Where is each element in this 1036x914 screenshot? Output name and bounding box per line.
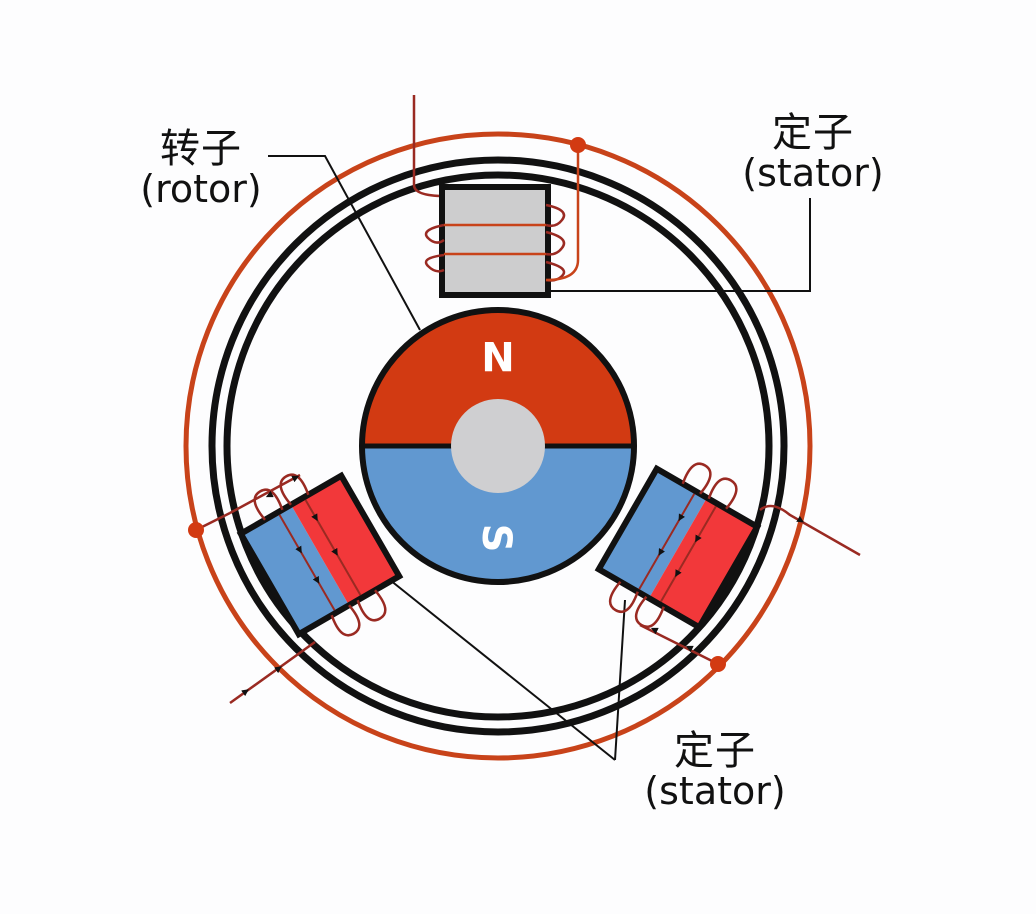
wire-junction-right <box>710 656 726 672</box>
stator-bottom-leader-left <box>389 579 616 761</box>
rotor-label-en: (rotor) <box>140 167 262 211</box>
wire-junction-left <box>188 522 204 538</box>
stator-bottom-leader-right <box>614 599 626 761</box>
rotor-label-cn: 转子 <box>160 126 242 172</box>
rotor-north-half <box>362 310 634 446</box>
outer-wire-ring <box>183 131 813 761</box>
south-pole-label: S <box>473 524 519 553</box>
stator-bottom-label-cn: 定子 <box>674 728 756 774</box>
stator-top-label: 定子 (stator) <box>728 112 898 194</box>
rotor-leader-line <box>268 155 421 331</box>
stator-bottom-label: 定子 (stator) <box>630 730 800 812</box>
stator-bottom-label-en: (stator) <box>644 769 786 813</box>
rotor: N S <box>359 307 637 585</box>
north-pole-label: N <box>481 332 514 378</box>
rotor-shaft <box>451 399 545 493</box>
stator-top-leader-line <box>550 198 811 292</box>
housing-inner-ring <box>223 171 773 721</box>
stator-top <box>412 95 586 298</box>
stator-bottom-right <box>594 462 762 632</box>
stator-top-label-en: (stator) <box>742 151 884 195</box>
housing-outer-ring <box>208 156 788 736</box>
rotor-south-half <box>362 446 634 582</box>
rotor-label: 转子 (rotor) <box>126 128 276 210</box>
stator-bottom-left <box>236 471 404 639</box>
wire-junction-top <box>570 137 586 153</box>
stator-top-label-cn: 定子 <box>772 110 854 156</box>
